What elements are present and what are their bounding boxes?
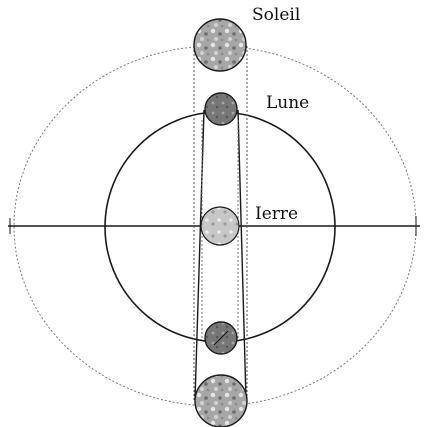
moon-top-icon [205, 93, 237, 125]
label-soleil: Soleil [252, 5, 300, 25]
sun-bottom-icon [195, 375, 247, 427]
sun-top-icon [194, 19, 246, 71]
shadow-band-right [238, 110, 246, 400]
label-terre: Ierre [255, 204, 298, 224]
label-lune: Lune [266, 93, 309, 113]
shadow-band-left [195, 110, 204, 400]
earth-icon [201, 207, 239, 245]
